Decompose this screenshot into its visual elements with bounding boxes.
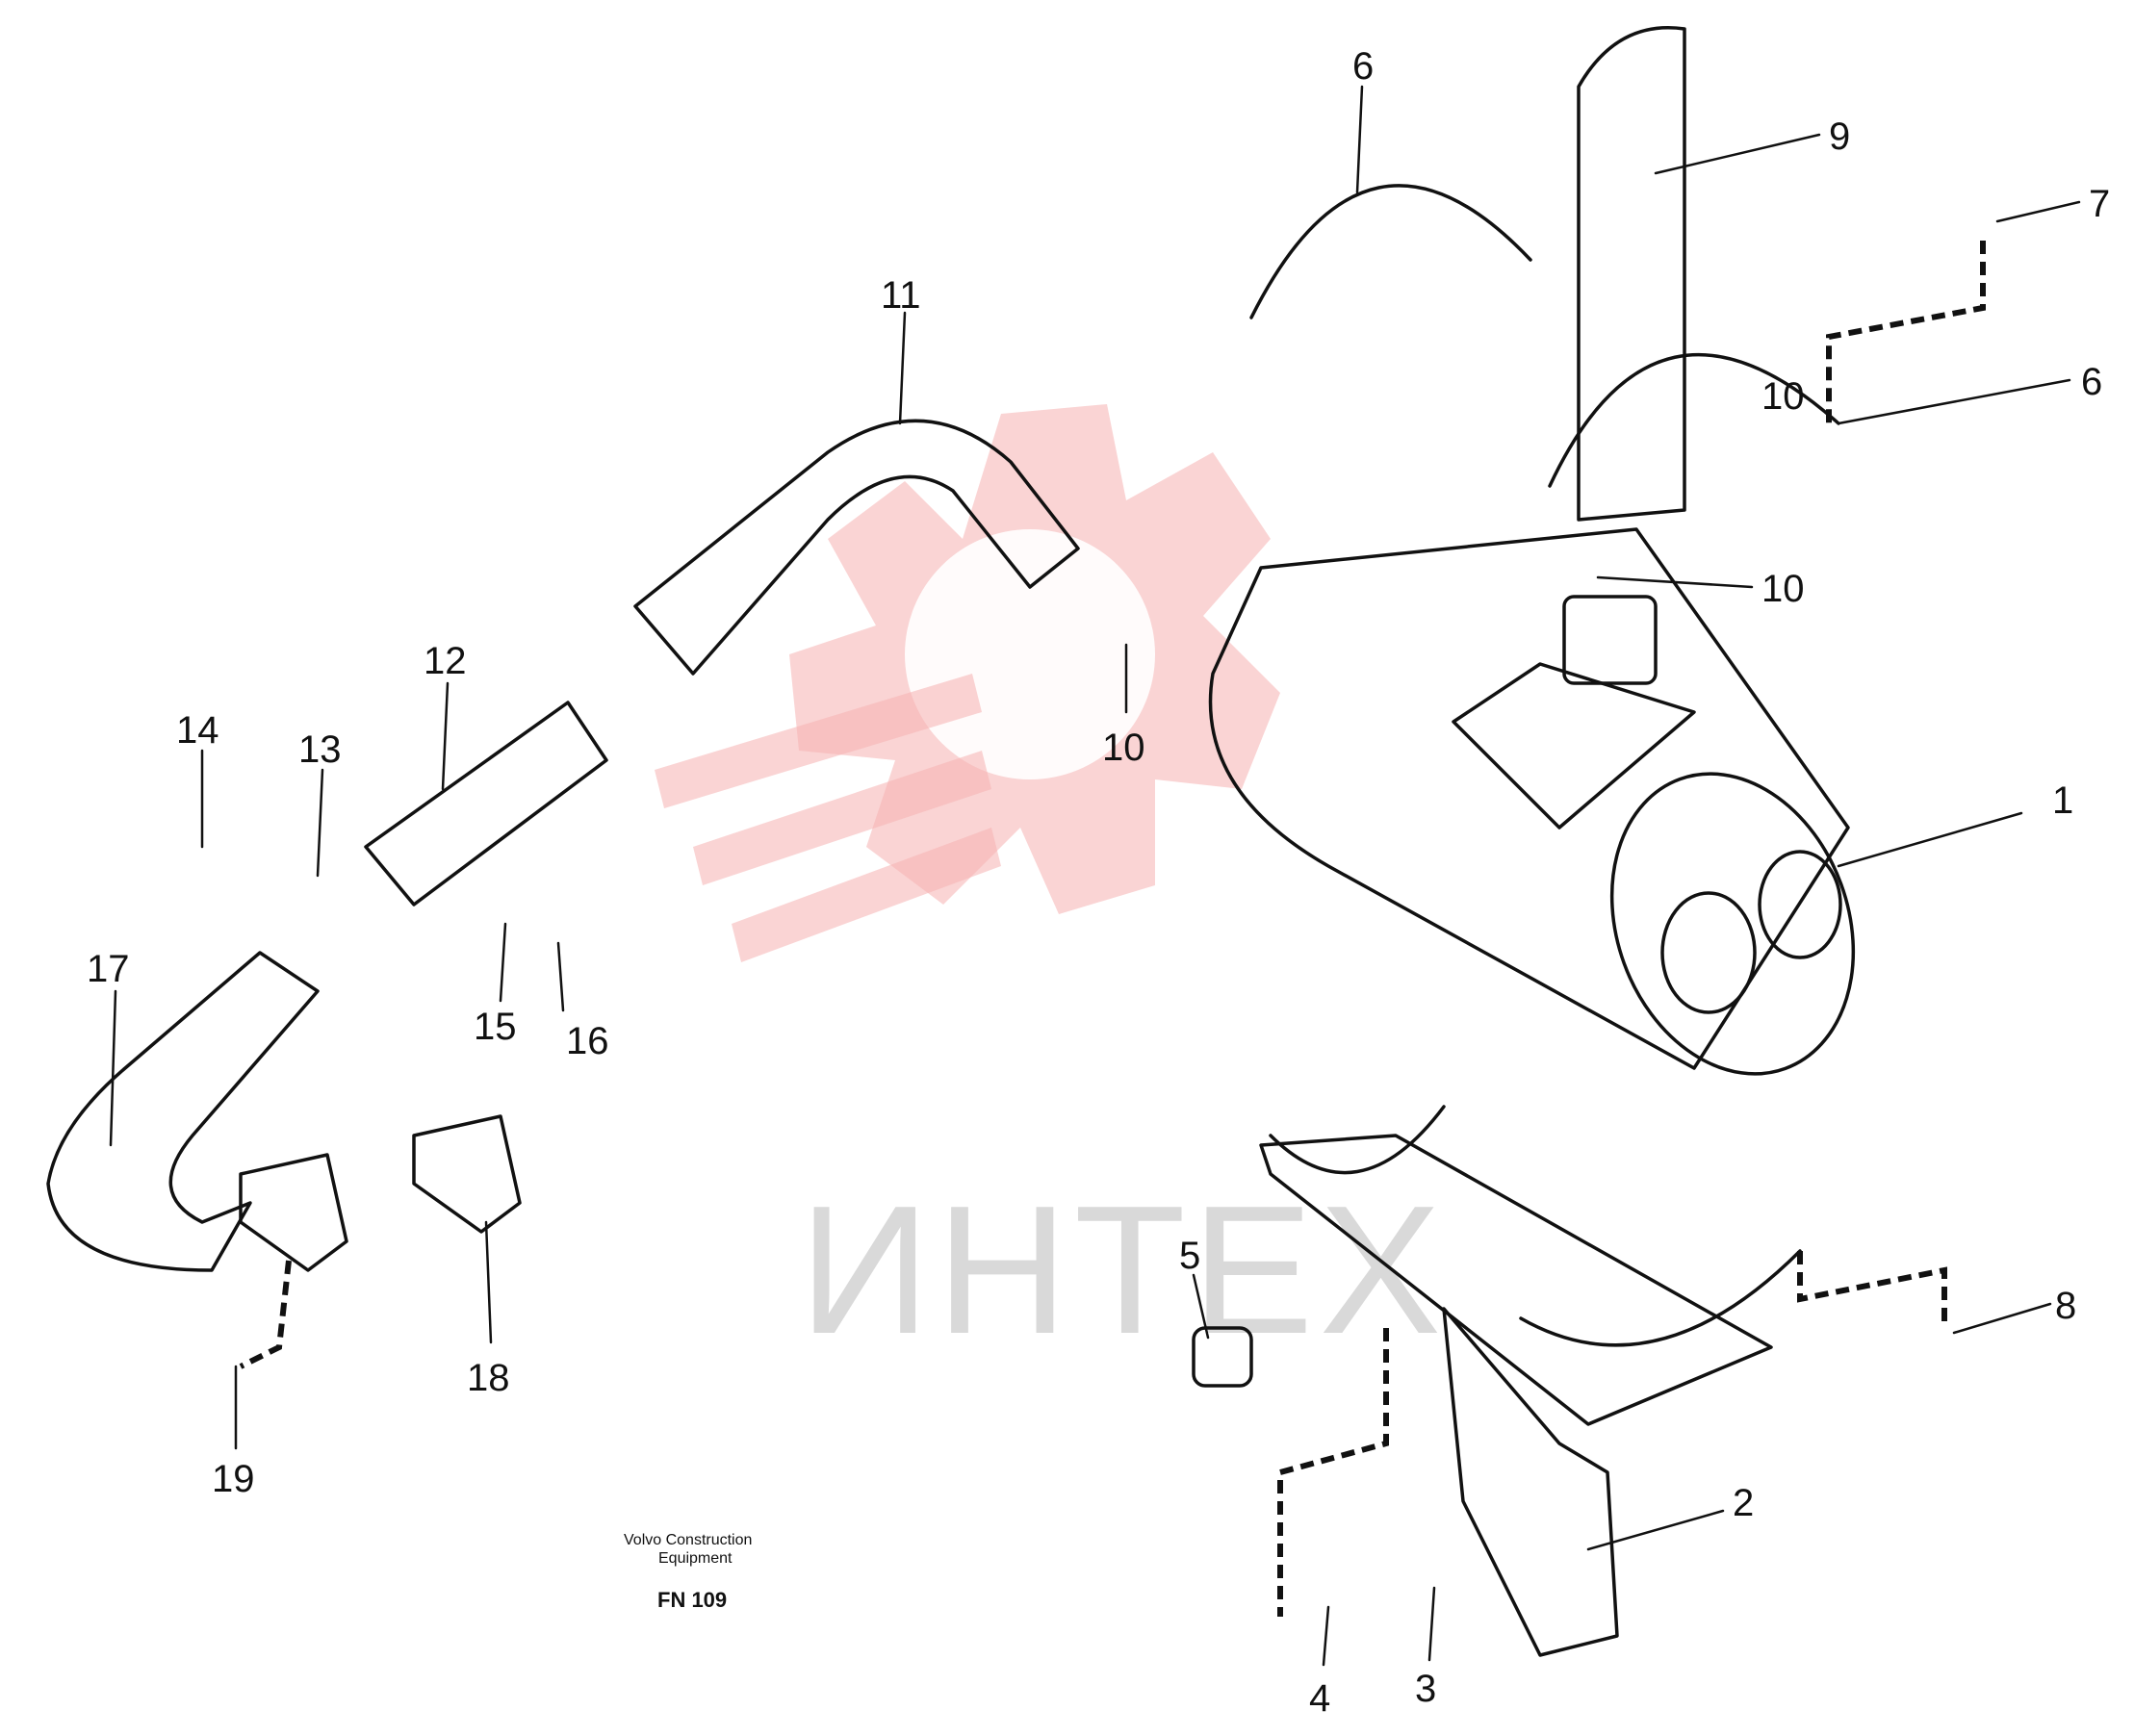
caption-manufacturer-line1: Volvo Construction <box>624 1532 752 1548</box>
callout-10-center: 10 <box>1102 727 1145 769</box>
watermark-text: ИНТЕХ <box>799 1168 1447 1372</box>
clamp-upper <box>1249 184 1532 319</box>
callout-12: 12 <box>424 640 467 682</box>
callout-9: 9 <box>1829 115 1850 158</box>
assembly-line-8 <box>1797 1251 1947 1328</box>
leader-3 <box>1427 1586 1436 1662</box>
callout-6-right: 6 <box>2081 361 2102 403</box>
callout-7: 7 <box>2089 183 2110 225</box>
leader-17 <box>109 989 117 1147</box>
callout-18: 18 <box>467 1357 510 1399</box>
leader-1 <box>1837 811 2023 868</box>
callout-1: 1 <box>2052 779 2073 822</box>
lower-pipe <box>46 951 320 1272</box>
assembly-line-7 <box>1826 241 1986 423</box>
pipe-flange <box>239 1153 348 1272</box>
spacer-sleeve <box>1192 1326 1253 1388</box>
assembly-line-19 <box>239 1260 292 1369</box>
leader-10a <box>1596 575 1754 589</box>
gear-watermark-icon <box>655 404 1280 962</box>
callout-16: 16 <box>566 1020 609 1062</box>
leader-13 <box>316 768 324 878</box>
leader-5 <box>1192 1273 1210 1340</box>
caption-figure-code: FN 109 <box>657 1588 727 1612</box>
exhaust-stack <box>1577 26 1686 522</box>
leader-4 <box>1322 1605 1330 1667</box>
callout-10-clip: 10 <box>1761 375 1805 418</box>
callout-13: 13 <box>298 728 342 771</box>
callout-3: 3 <box>1415 1668 1436 1710</box>
exhaust-gasket <box>412 1114 522 1234</box>
callout-17: 17 <box>87 948 130 990</box>
callout-5: 5 <box>1179 1235 1200 1277</box>
callout-19: 19 <box>212 1458 255 1500</box>
caption-manufacturer-line2: Equipment <box>658 1550 733 1567</box>
callout-4: 4 <box>1309 1677 1330 1720</box>
callout-2: 2 <box>1733 1482 1754 1524</box>
callout-6-top: 6 <box>1352 45 1374 88</box>
assembly-line-3-4 <box>1277 1328 1389 1617</box>
elbow-pipe <box>633 419 1080 676</box>
callout-14: 14 <box>176 709 219 752</box>
muffler <box>1208 527 1856 1076</box>
callout-10-upper: 10 <box>1761 568 1805 610</box>
callout-15: 15 <box>474 1006 517 1048</box>
leader-16 <box>556 941 565 1012</box>
leader-12 <box>441 681 450 791</box>
callout-8: 8 <box>2055 1285 2076 1327</box>
callout-11: 11 <box>881 274 921 317</box>
leader-2 <box>1586 1509 1725 1551</box>
muffler-bracket <box>1259 1105 1802 1657</box>
leader-9 <box>1654 133 1821 175</box>
leader-6b <box>1837 378 2071 425</box>
leader-7 <box>1995 200 2081 223</box>
leader-6a <box>1355 85 1364 194</box>
leader-11 <box>898 311 907 425</box>
leader-15 <box>499 922 507 1003</box>
leader-18 <box>484 1220 493 1344</box>
flexible-bellows <box>364 701 608 906</box>
leader-8 <box>1952 1302 2052 1335</box>
